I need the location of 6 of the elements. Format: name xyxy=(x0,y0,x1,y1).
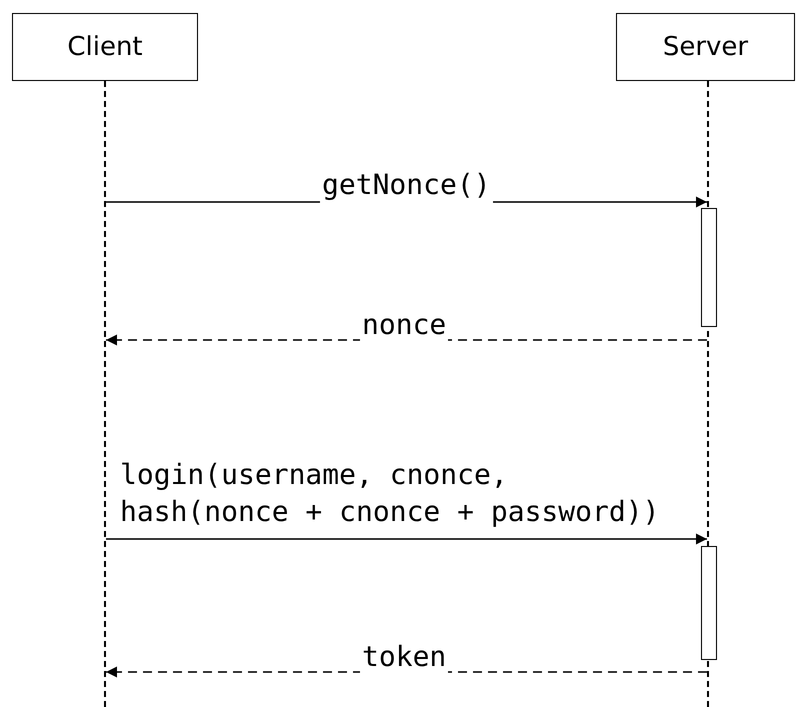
participant-box: Server xyxy=(616,13,795,81)
lifeline xyxy=(104,81,106,707)
participant-box: Client xyxy=(12,13,198,81)
message-arrow xyxy=(106,534,707,544)
activation-bar xyxy=(701,546,717,660)
activation-bar xyxy=(701,208,717,327)
